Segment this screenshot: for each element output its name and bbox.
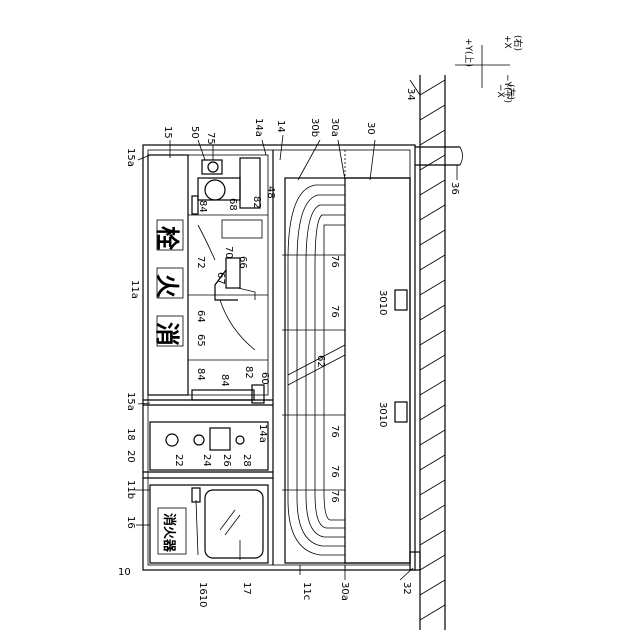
ref-11b: 11b (125, 480, 136, 499)
ref-82-b: 82 (243, 366, 254, 379)
ref-26: 26 (221, 454, 232, 467)
ref-50: 50 (189, 126, 200, 139)
ref-76-b: 76 (329, 305, 340, 318)
clamp-3010-top (395, 290, 407, 310)
storage-lid-30 (345, 178, 410, 563)
ref-76-a: 76 (329, 255, 340, 268)
cabinet-body (143, 145, 420, 570)
hydrant-door: 栓 火 消 (148, 155, 188, 395)
ground-slab (420, 75, 445, 630)
ref-75: 75 (205, 132, 216, 145)
axis-plus-x-sub: (右) (512, 35, 524, 51)
ref-14a-bottom: 14a (257, 424, 268, 443)
ref-68: 68 (227, 198, 238, 211)
ref-67: 67 (215, 272, 226, 285)
latch-1610 (192, 488, 200, 502)
ref-1610: 1610 (197, 582, 208, 607)
ref-36: 36 (449, 182, 460, 195)
ref-10: 10 (118, 567, 131, 578)
axis-minus-x-label: −X (495, 84, 505, 98)
ref-82-a: 82 (251, 196, 262, 209)
axis-minus-x-sub: (左) (505, 84, 517, 100)
ref-16: 16 (125, 516, 136, 529)
ref-84-a: 84 (197, 200, 208, 213)
ref-11a: 11a (129, 280, 140, 299)
phone-jack-26 (210, 428, 230, 450)
ref-34: 34 (405, 88, 416, 101)
extinguisher-label: 消火器 (161, 513, 177, 553)
window-17 (205, 490, 263, 558)
ref-30: 30 (365, 122, 376, 135)
axis-cross: +X (右) +Y(上) −Y(下) −X (左) (455, 35, 524, 103)
indicator-28 (236, 436, 244, 444)
ref-76-c: 76 (329, 425, 340, 438)
ref-15a-bottom: 15a (125, 392, 136, 411)
axis-plus-x-label: +X (502, 35, 512, 49)
ref-70: 70 (223, 246, 234, 259)
ref-64: 64 (195, 310, 206, 323)
ref-15: 15 (162, 126, 173, 139)
ref-15a-top: 15a (125, 148, 136, 167)
clamp-3010-bottom (395, 402, 407, 422)
ref-14: 14 (275, 120, 286, 133)
axis-plus-y-label: +Y(上) (463, 38, 474, 67)
indicator-24 (194, 435, 204, 445)
ref-17: 17 (241, 582, 252, 595)
ref-62: 62 (315, 355, 326, 368)
ref-20: 20 (125, 450, 136, 463)
ref-3010-bottom: 3010 (377, 402, 388, 427)
ref-76-d: 76 (329, 465, 340, 478)
pipe-36 (415, 147, 463, 165)
extinguisher-compartment: 消火器 (150, 485, 268, 563)
hydrant-char-mid: 火 (153, 274, 181, 298)
hose-storage (282, 150, 410, 570)
ref-24: 24 (201, 454, 212, 467)
hydrant-interior (188, 155, 268, 403)
ref-76-e: 76 (329, 490, 340, 503)
ref-60: 60 (259, 372, 270, 385)
ref-48: 48 (265, 186, 276, 199)
ref-18: 18 (125, 428, 136, 441)
ref-65: 65 (195, 334, 206, 347)
ref-30a-bottom: 30a (339, 582, 350, 601)
hydrant-char-top: 栓 (153, 226, 181, 250)
ref-30b: 30b (309, 118, 320, 137)
ref-66: 66 (237, 256, 248, 269)
ref-32: 32 (401, 582, 412, 595)
indicator-22 (166, 434, 178, 446)
ref-84-c: 84 (219, 374, 230, 387)
hydrant-char-bottom: 消 (153, 322, 181, 346)
ref-14a-top: 14a (253, 118, 264, 137)
ref-30a-top: 30a (329, 118, 340, 137)
ref-11c: 11c (301, 582, 312, 600)
ref-22: 22 (173, 454, 184, 467)
ref-28: 28 (241, 454, 252, 467)
bracket-68 (222, 220, 262, 238)
ref-84-b: 84 (195, 368, 206, 381)
ref-72: 72 (195, 256, 206, 269)
ref-3010-top: 3010 (377, 290, 388, 315)
